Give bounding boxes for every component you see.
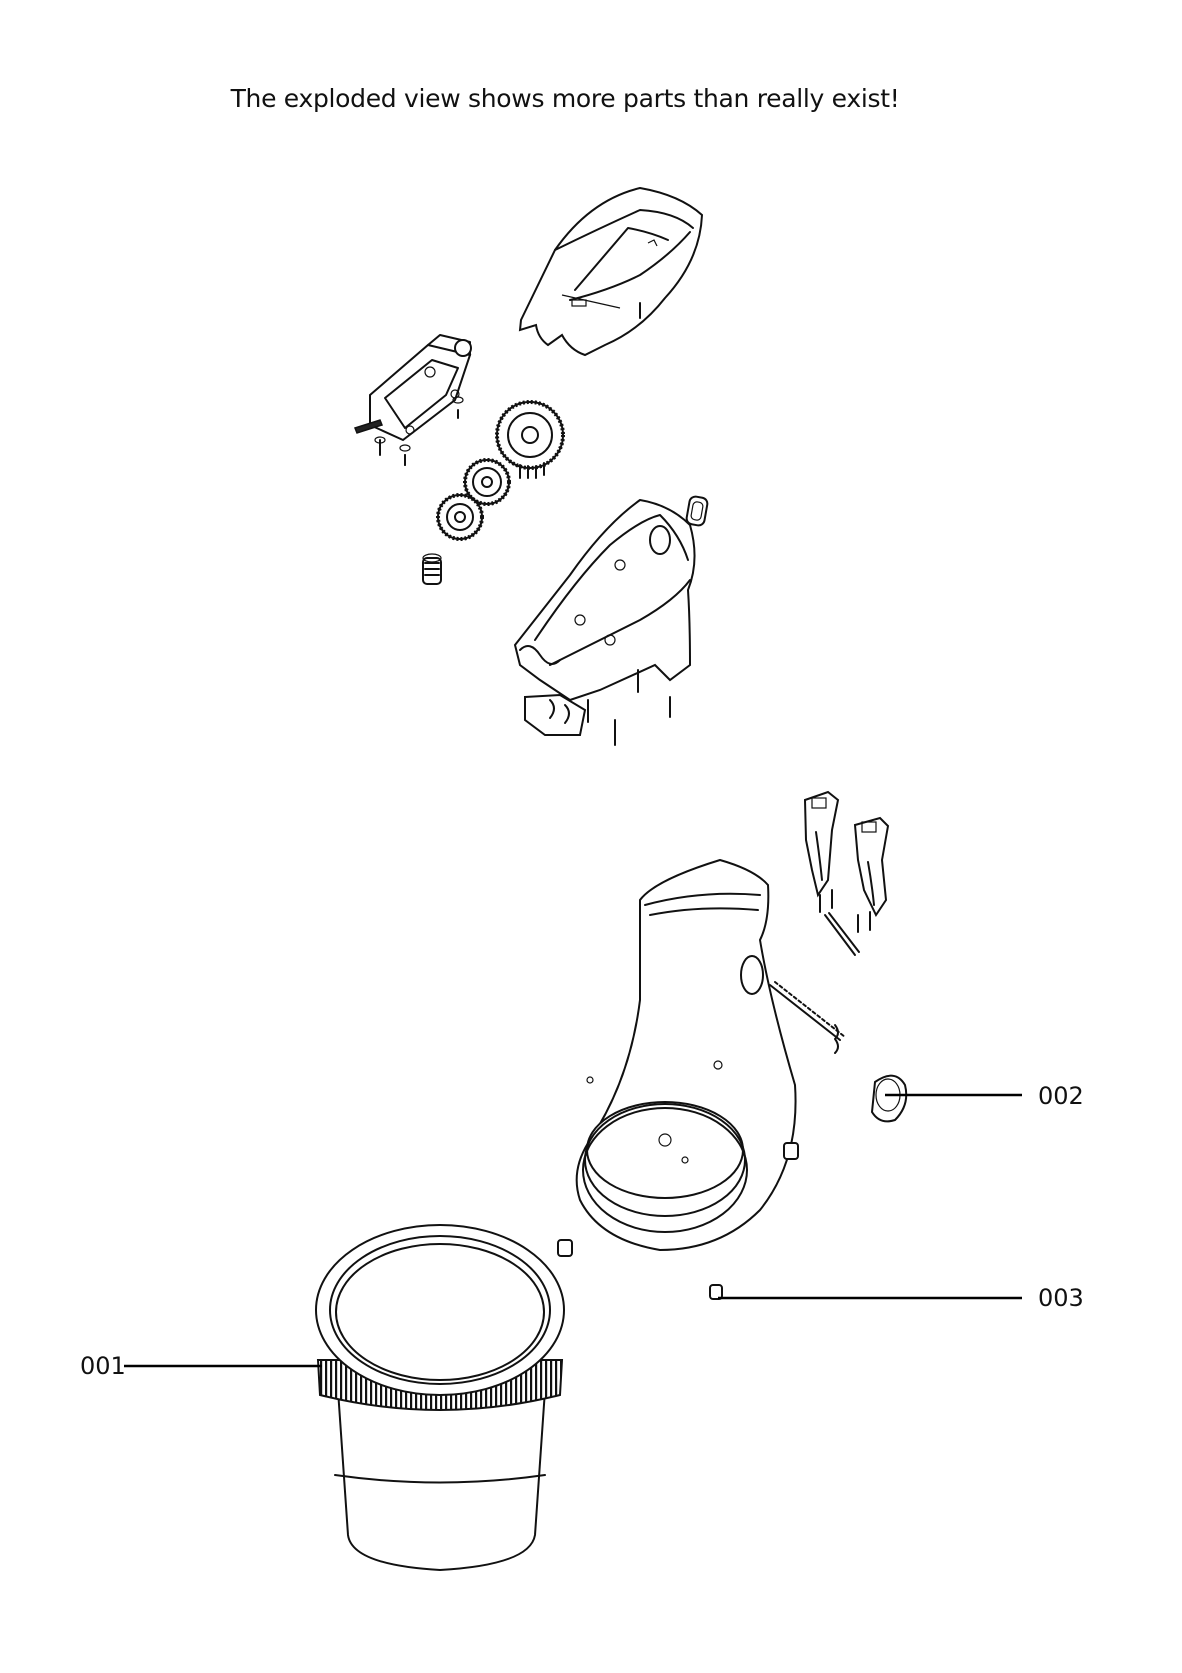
callout-label-001: 001 xyxy=(80,1352,126,1380)
diagram-note: The exploded view shows more parts than … xyxy=(230,84,900,113)
container-part xyxy=(315,1224,565,1572)
callout-001: 001 xyxy=(80,1352,322,1380)
callout-002: 002 xyxy=(885,1082,1084,1110)
upper-tray-part xyxy=(518,186,704,357)
base-housing-part xyxy=(575,858,846,1252)
gear-large xyxy=(495,400,565,479)
bracket-left xyxy=(803,790,840,898)
lower-housing-part xyxy=(513,495,709,746)
gear-medium xyxy=(463,458,511,506)
pinion-gear xyxy=(422,553,442,585)
motor-bracket-part xyxy=(354,334,472,466)
callout-label-002: 002 xyxy=(1038,1082,1084,1110)
feet-parts xyxy=(557,1239,723,1300)
gear-small xyxy=(436,493,484,541)
knob-part xyxy=(870,1074,908,1123)
bracket-pins xyxy=(819,889,871,956)
callout-label-003: 003 xyxy=(1038,1284,1084,1312)
bracket-right xyxy=(853,816,890,918)
callout-003: 003 xyxy=(718,1284,1084,1312)
